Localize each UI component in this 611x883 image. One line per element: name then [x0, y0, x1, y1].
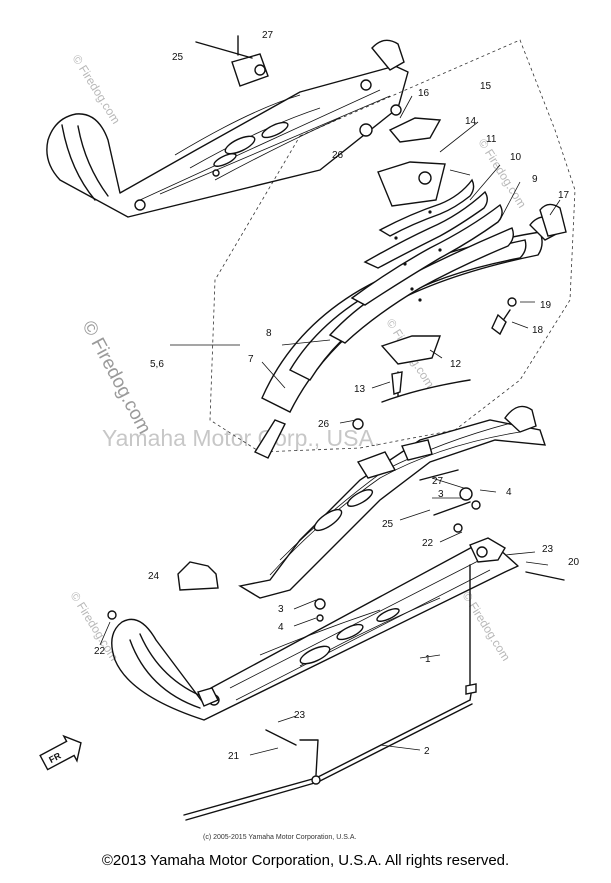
callout-22-left: 22: [94, 646, 106, 657]
front-direction-badge: FR: [39, 734, 82, 771]
callout-3-low: 3: [278, 604, 284, 615]
watermark-center: Yamaha Motor Corp., USA.: [102, 425, 380, 451]
callout-9: 9: [532, 174, 538, 185]
upper-ski-assembly: [46, 35, 409, 218]
callout-26-top: 26: [332, 150, 344, 161]
callout-7: 7: [248, 354, 254, 365]
callout-26-mid: 26: [318, 419, 330, 430]
callout-5-6: 5,6: [150, 359, 164, 370]
callout-21: 21: [228, 751, 240, 762]
footer-copyright: ©2013 Yamaha Motor Corporation, U.S.A. A…: [101, 852, 510, 869]
callout-17: 17: [558, 190, 570, 201]
callout-2: 2: [424, 746, 430, 757]
callout-23-low: 23: [294, 710, 306, 721]
watermark-vertical: © Firedog.com: [78, 317, 155, 437]
callout-27-mid: 27: [432, 476, 444, 487]
copyright-caption: (c) 2005-2015 Yamaha Motor Corporation, …: [203, 834, 356, 841]
callout-15: 15: [480, 81, 492, 92]
callout-24: 24: [148, 571, 160, 582]
callout-25-top: 25: [172, 52, 184, 63]
callout-4-low: 4: [278, 622, 284, 633]
callout-12: 12: [450, 359, 462, 370]
watermark-lower-right: © Firedog.com: [459, 589, 513, 663]
callout-11: 11: [486, 134, 497, 145]
callout-25-mid: 25: [382, 519, 394, 530]
callout-23-right: 23: [542, 544, 554, 555]
leaf-spring-stack: [253, 117, 567, 459]
callout-4-mid: 4: [506, 487, 512, 498]
callout-13: 13: [354, 384, 366, 395]
callout-10: 10: [510, 152, 522, 163]
callout-22-right: 22: [422, 538, 434, 549]
callout-20: 20: [568, 557, 580, 568]
leader-lines: [99, 95, 561, 756]
callout-27-top: 27: [262, 30, 274, 41]
callout-16: 16: [418, 88, 430, 99]
callout-8: 8: [266, 328, 272, 339]
callout-3-mid: 3: [438, 489, 444, 500]
watermark-top-left: © Firedog.com: [69, 52, 123, 126]
callout-1: 1: [425, 654, 431, 665]
callout-18: 18: [532, 325, 544, 336]
hardware: [107, 104, 517, 622]
assembly-boundary: [209, 39, 576, 453]
lower-ski-assembly: [111, 537, 565, 821]
middle-ski-assembly: [177, 405, 547, 599]
callout-19: 19: [540, 300, 552, 311]
callout-14: 14: [465, 116, 477, 127]
